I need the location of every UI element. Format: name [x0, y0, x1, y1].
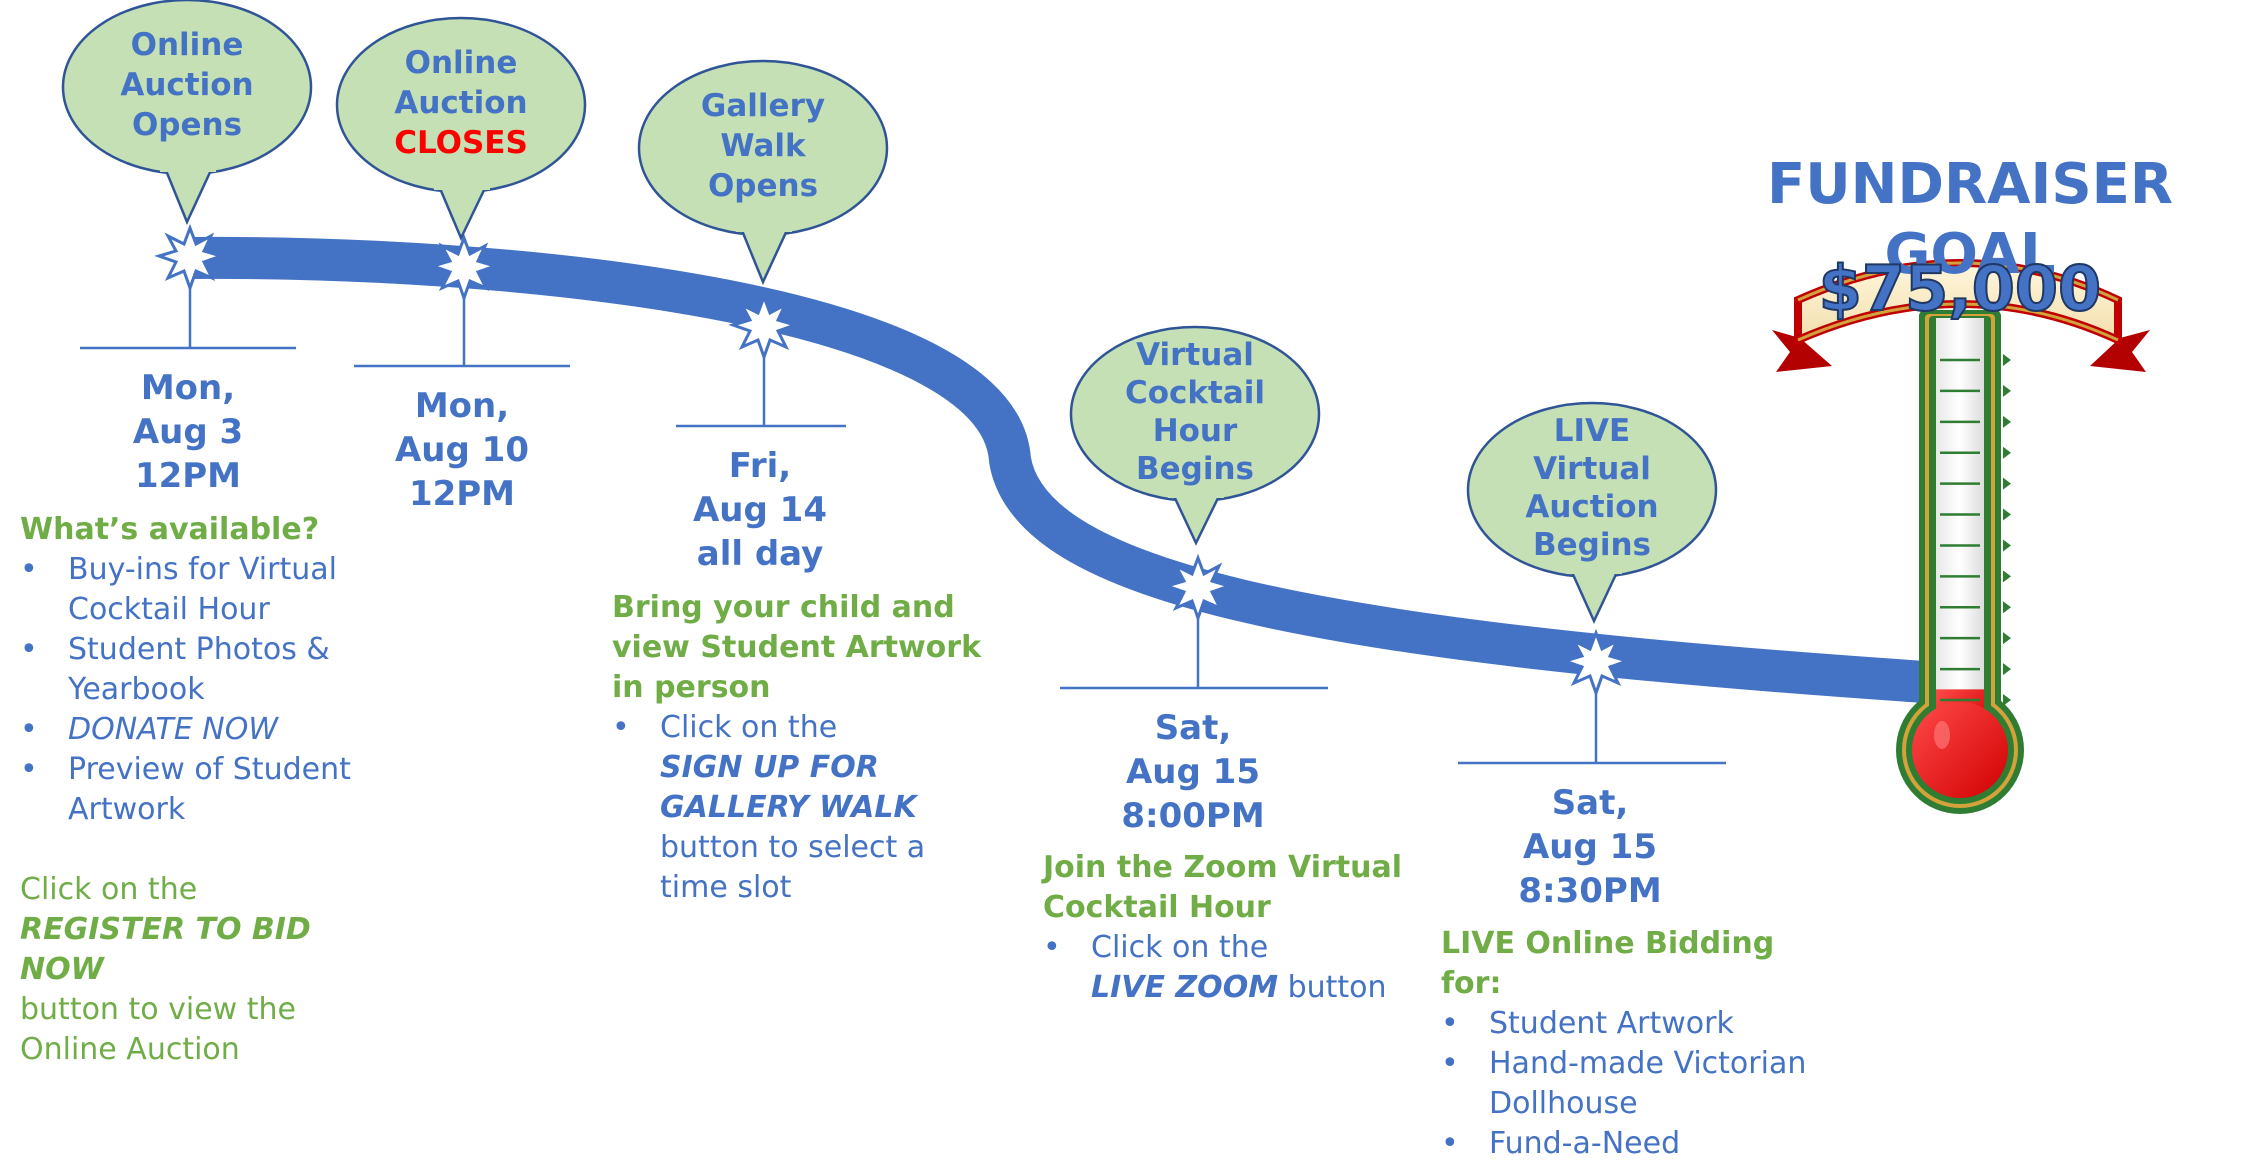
gallery-walk-list: Click on the SIGN UP FOR GALLERY WALK bu…: [612, 708, 982, 908]
bubble-online-auction-closes: Online Auction CLOSES: [394, 45, 528, 161]
scale-tick-marker: [2003, 663, 2011, 676]
date-milestone-1: Mon, Aug 3 12PM: [132, 368, 244, 496]
sign-up-gallery-walk-link[interactable]: SIGN UP FOR GALLERY WALK: [660, 750, 917, 825]
scale-tick-marker: [2003, 570, 2011, 583]
scale-tick-marker: [2003, 694, 2011, 706]
live-bidding-heading: LIVE Online Bidding for:: [1441, 926, 1775, 1001]
register-to-bid-link[interactable]: REGISTER TO BID NOW: [20, 912, 311, 987]
donate-now-item: DONATE NOW: [20, 710, 400, 750]
scale-tick-marker: [2003, 632, 2011, 645]
register-instructions: Click on the REGISTER TO BID NOW button …: [20, 870, 400, 1070]
scale-tick-marker: [2003, 539, 2011, 552]
bubble-virtual-cocktail-hour: Virtual Cocktail Hour Begins: [1124, 337, 1266, 487]
milestone-1-marker: [80, 223, 296, 350]
scale-tick-marker: [2003, 508, 2011, 521]
bubble-online-auction-opens: Online Auction Opens: [120, 27, 254, 143]
list-item: Buy-ins for Virtual Cocktail Hour: [20, 550, 400, 630]
live-zoom-link[interactable]: LIVE ZOOM: [1091, 970, 1279, 1005]
list-item: Student Photos & Yearbook: [20, 630, 400, 710]
available-list: Buy-ins for Virtual Cocktail Hour Studen…: [20, 550, 400, 830]
milestone-2-marker: [354, 233, 570, 368]
list-item: Click on the LIVE ZOOM button: [1043, 928, 1403, 1008]
scale-tick-marker: [2003, 446, 2011, 459]
details-whats-available: What’s available? Buy-ins for Virtual Co…: [20, 510, 400, 1070]
date-milestone-4: Sat, Aug 15 8:00PM: [1121, 708, 1265, 836]
fundraiser-goal-title: FUNDRAISER GOAL: [1766, 152, 2174, 287]
date-milestone-3: Fri, Aug 14 all day: [692, 446, 827, 574]
bubble-3-shape: [637, 59, 889, 286]
scale-tick-marker: [2003, 601, 2011, 614]
list-item: Fund-a-Need: [1441, 1124, 1841, 1164]
milestone-5-marker: [1458, 628, 1726, 765]
bubble-5-shape: [1466, 401, 1718, 624]
timeline-graphics: [61, 0, 2150, 814]
scale-tick-marker: [2003, 354, 2011, 366]
bubble-live-virtual-auction: LIVE Virtual Auction Begins: [1525, 413, 1659, 563]
zoom-list: Click on the LIVE ZOOM button: [1043, 928, 1403, 1008]
date-milestone-2: Mon, Aug 10 12PM: [394, 386, 529, 514]
fundraiser-timeline-infographic: Online Auction Opens Online Auction CLOS…: [0, 0, 2250, 1140]
list-item: Student Artwork: [1441, 1004, 1841, 1044]
goal-banner-ribbon: [1772, 259, 2150, 372]
gallery-walk-heading: Bring your child and view Student Artwor…: [612, 590, 982, 705]
closes-label: CLOSES: [394, 125, 528, 161]
goal-amount-svg: $75,000: [1818, 251, 2102, 326]
scale-tick-marker: [2003, 477, 2011, 490]
details-gallery-walk: Bring your child and view Student Artwor…: [612, 588, 982, 908]
scale-tick-marker: [2003, 384, 2011, 397]
details-zoom-cocktail-hour: Join the Zoom Virtual Cocktail Hour Clic…: [1043, 848, 1403, 1008]
bubble-4-shape: [1069, 325, 1321, 546]
timeline-road: [184, 236, 1927, 703]
list-item: Preview of Student Artwork: [20, 750, 400, 830]
live-bidding-list: Student Artwork Hand-made Victorian Doll…: [1441, 1004, 1841, 1164]
whats-available-heading: What’s available?: [20, 512, 320, 547]
date-milestone-5: Sat, Aug 15 8:30PM: [1518, 783, 1662, 911]
list-item: Hand-made Victorian Dollhouse: [1441, 1044, 1819, 1124]
bubble-1-shape: [61, 0, 313, 226]
zoom-heading: Join the Zoom Virtual Cocktail Hour: [1043, 850, 1403, 925]
milestone-4-marker: [1060, 553, 1328, 690]
bubble-2-shape: [335, 16, 587, 242]
list-item: Click on the SIGN UP FOR GALLERY WALK bu…: [612, 708, 982, 908]
milestone-3-marker: [676, 292, 846, 428]
thermometer: [1896, 310, 2024, 814]
bubble-gallery-walk-opens: Gallery Walk Opens: [700, 88, 826, 204]
scale-tick-marker: [2003, 415, 2011, 428]
details-live-bidding: LIVE Online Bidding for: Student Artwork…: [1441, 924, 1841, 1164]
goal-amount: $75,000: [1819, 252, 2101, 325]
